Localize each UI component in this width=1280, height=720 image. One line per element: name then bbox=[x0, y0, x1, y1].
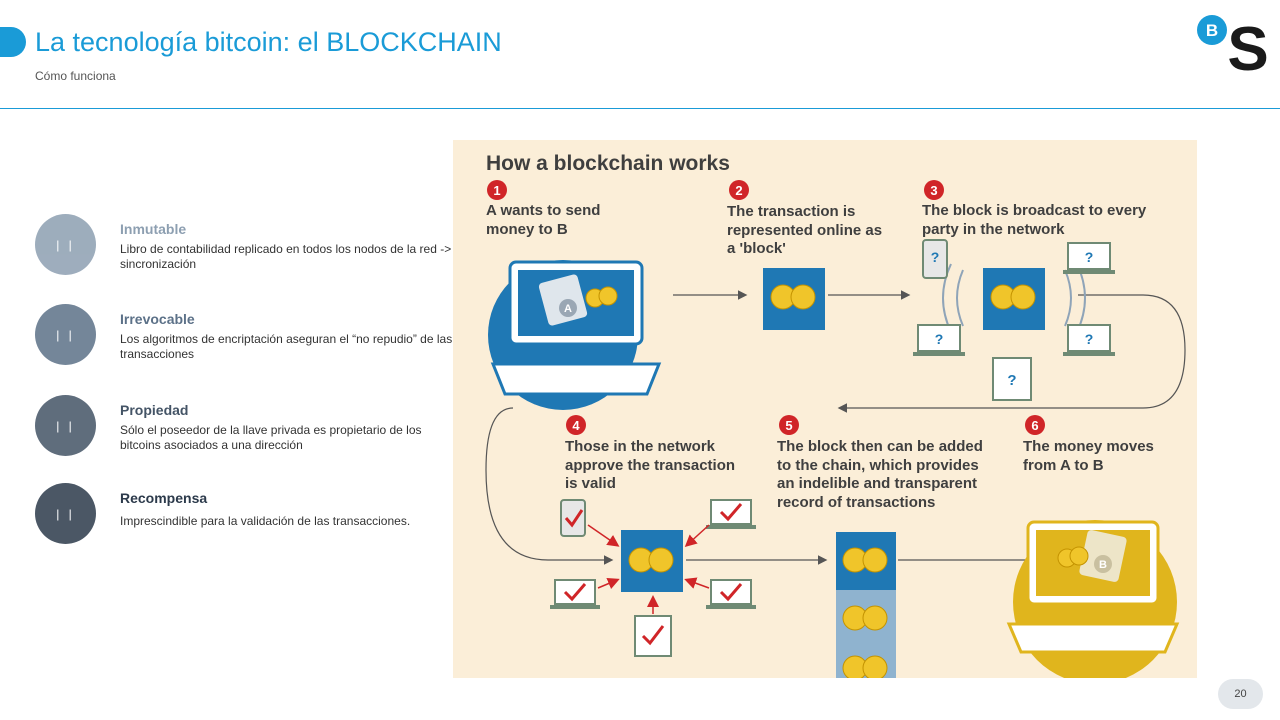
feature-icon: | | bbox=[35, 304, 96, 365]
coin-icon bbox=[862, 547, 888, 573]
feature-description: Libro de contabilidad replicado en todos… bbox=[120, 242, 452, 271]
logo-badge-icon bbox=[1197, 15, 1227, 45]
svg-text:?: ? bbox=[1085, 249, 1094, 265]
network-tablet-icon: ? bbox=[992, 357, 1032, 401]
step-number-badge: 6 bbox=[1025, 415, 1045, 435]
broadcast-waves-right bbox=[1064, 263, 1086, 333]
feature-icon: | | bbox=[35, 214, 96, 275]
feature-title: Recompensa bbox=[120, 490, 208, 506]
svg-text:?: ? bbox=[1085, 331, 1094, 347]
feature-description: Sólo el poseedor de la llave privada es … bbox=[120, 423, 422, 452]
feature-inmutable: | | Inmutable Libro de contabilidad repl… bbox=[35, 214, 465, 276]
logo-letter: S bbox=[1227, 15, 1268, 72]
page-subtitle: Cómo funciona bbox=[35, 69, 116, 83]
feature-recompensa: | | Recompensa Imprescindible para la va… bbox=[35, 483, 465, 545]
approval-laptop-icon bbox=[550, 579, 600, 609]
svg-text:?: ? bbox=[931, 249, 940, 265]
approval-arrow bbox=[597, 577, 620, 590]
svg-text:A: A bbox=[564, 303, 572, 315]
page-title: La tecnología bitcoin: el BLOCKCHAIN bbox=[35, 27, 502, 57]
step-text: The money moves from A to B bbox=[1023, 438, 1154, 474]
flow-down-line bbox=[485, 407, 614, 565]
coin-icon bbox=[862, 605, 888, 631]
network-laptop-icon: ? bbox=[1063, 242, 1115, 274]
laptop-b-keyboard bbox=[1006, 622, 1180, 654]
network-laptop-icon: ? bbox=[913, 324, 965, 356]
logo-badge-letter: B bbox=[1206, 21, 1218, 40]
approval-phone-icon bbox=[560, 499, 586, 537]
feature-icon: | | bbox=[35, 483, 96, 544]
step-text: The transaction is represented online as… bbox=[727, 203, 883, 257]
feature-description: Imprescindible para la validación de las… bbox=[120, 514, 411, 528]
feature-icon: | | bbox=[35, 395, 96, 456]
feature-description: Los algoritmos de encriptación aseguran … bbox=[120, 332, 453, 361]
feature-title: Propiedad bbox=[120, 402, 189, 418]
wallet-b-badge bbox=[1094, 555, 1112, 573]
feature-title: Inmutable bbox=[120, 221, 187, 237]
laptop-a-keyboard bbox=[490, 362, 662, 396]
infographic-title: How a blockchain works bbox=[486, 152, 730, 175]
page-number-badge: 20 bbox=[1218, 679, 1263, 709]
flow-return-line bbox=[837, 294, 1186, 413]
bank-logo: B S bbox=[1197, 15, 1268, 72]
step-text: A wants to send money to B bbox=[486, 202, 601, 238]
step-text: Those in the network approve the transac… bbox=[565, 438, 736, 492]
coin-icon bbox=[1069, 546, 1089, 566]
blockchain-infographic: A ? ? ? ? bbox=[453, 140, 1197, 678]
header-divider bbox=[0, 108, 1280, 109]
coin-icon bbox=[598, 286, 618, 306]
feature-propiedad: | | Propiedad Sólo el poseedor de la lla… bbox=[35, 395, 465, 457]
svg-text:?: ? bbox=[1007, 372, 1016, 389]
coin-icon bbox=[648, 547, 674, 573]
coin-icon bbox=[1010, 284, 1036, 310]
approval-arrow bbox=[587, 524, 620, 547]
step-number-badge: 4 bbox=[566, 415, 586, 435]
feature-irrevocable: | | Irrevocable Los algoritmos de encrip… bbox=[35, 304, 465, 366]
approval-laptop-icon bbox=[706, 499, 756, 529]
step-number-badge: 5 bbox=[779, 415, 799, 435]
step-number-badge: 2 bbox=[729, 180, 749, 200]
coin-icon bbox=[862, 655, 888, 678]
step-number-badge: 3 bbox=[924, 180, 944, 200]
wallet-a-badge bbox=[559, 299, 577, 317]
feature-title: Irrevocable bbox=[120, 311, 195, 327]
step-number-badge: 1 bbox=[487, 180, 507, 200]
header-accent-tab bbox=[0, 27, 26, 57]
network-phone-icon: ? bbox=[922, 239, 948, 279]
network-laptop-icon: ? bbox=[1063, 324, 1115, 356]
step-text: The block then can be added to the chain… bbox=[777, 438, 983, 511]
approval-arrow bbox=[684, 577, 710, 589]
approval-arrow bbox=[684, 524, 710, 548]
approval-laptop-icon bbox=[706, 579, 756, 609]
approval-tablet-icon bbox=[634, 615, 672, 657]
svg-text:B: B bbox=[1099, 559, 1107, 571]
step-text: The block is broadcast to every party in… bbox=[922, 202, 1147, 238]
coin-icon bbox=[790, 284, 816, 310]
svg-text:?: ? bbox=[935, 331, 944, 347]
infographic-drawing: A ? ? ? ? bbox=[485, 239, 1186, 678]
